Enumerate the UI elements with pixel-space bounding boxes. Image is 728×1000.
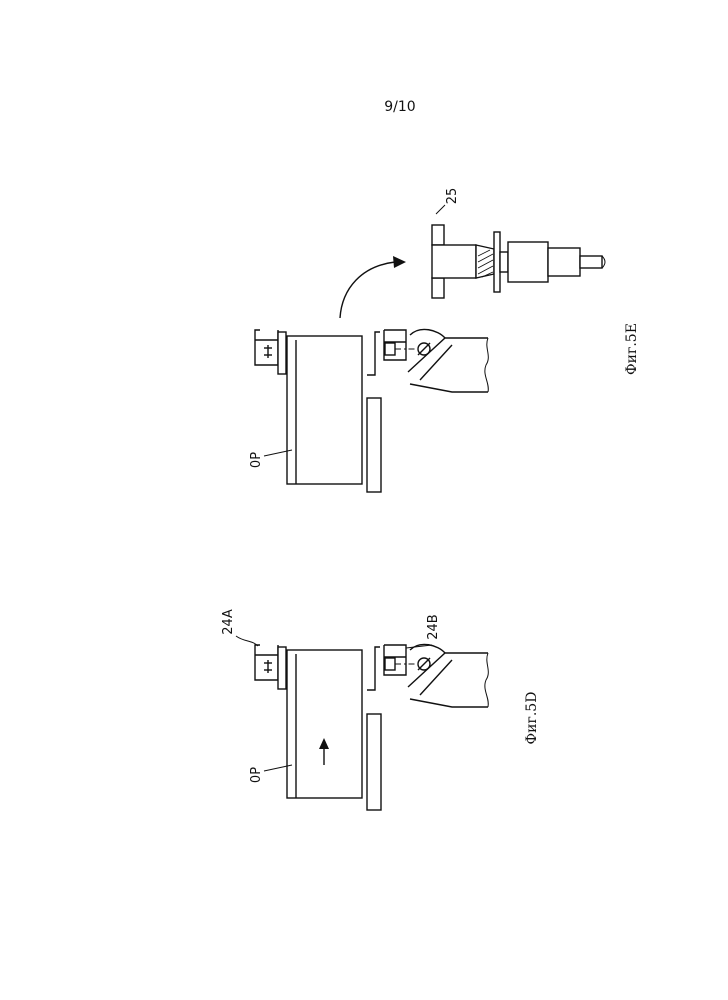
base-plate [367,398,381,492]
figure-5e: 25 0P Фиг.5E [249,188,640,492]
label-24b: 24B [426,614,441,639]
bracket-24a [255,645,286,689]
caption-fig-5d: Фиг.5D [524,692,540,745]
label-25: 25 [445,188,460,205]
rotation-arrow [340,256,406,318]
label-0p-5d: 0P [249,767,264,783]
page-number: 9/10 [384,99,415,115]
upper-bracket [255,330,286,374]
tool-25 [432,205,605,298]
container-body [287,336,362,484]
label-24a: 24A [221,609,236,635]
figure-5d: 24A 24B 0P Фиг.5D [221,609,540,810]
caption-fig-5e: Фиг.5E [624,323,640,375]
container-body [287,650,362,798]
label-0p-5e: 0P [249,452,264,468]
bracket-24b [367,644,488,707]
base-plate [367,714,381,810]
lower-bracket [367,329,488,392]
